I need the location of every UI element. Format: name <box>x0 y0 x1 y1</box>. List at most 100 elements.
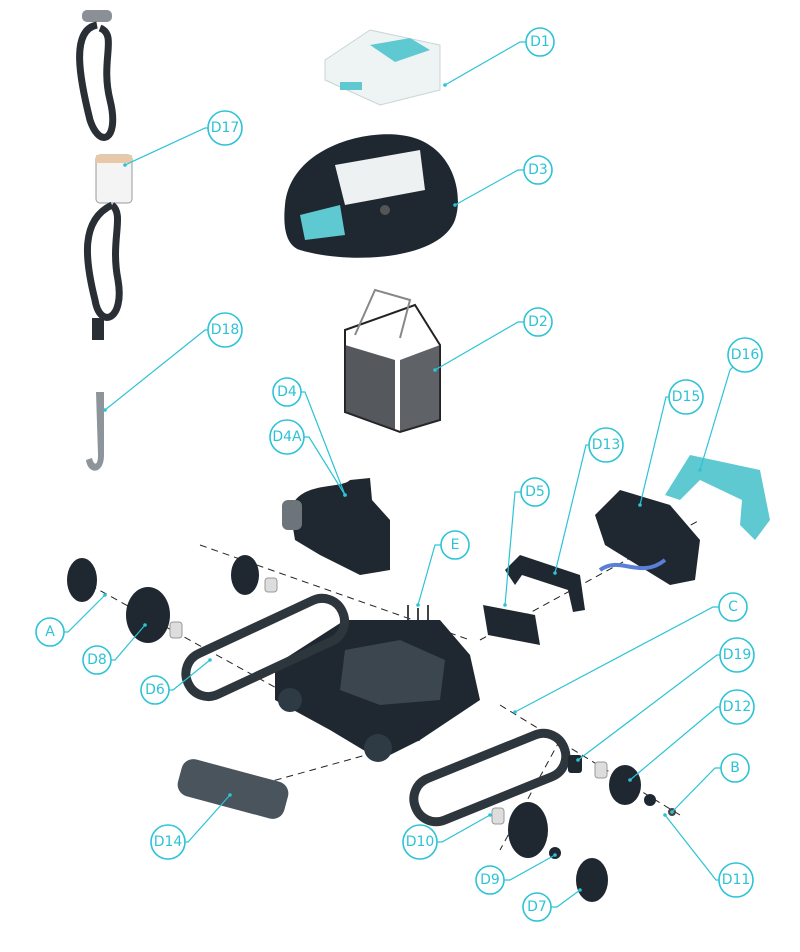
part-d19-coupling <box>568 755 582 773</box>
callout-circle <box>402 824 438 860</box>
callout-label: D13 <box>592 437 621 453</box>
leader-line <box>444 41 540 86</box>
callout-d14: D14 <box>150 793 232 860</box>
callout-d3: D3 <box>453 155 553 207</box>
leader-endpoint <box>576 758 580 762</box>
callout-d5: D5 <box>503 477 550 607</box>
callout-d4a: D4A <box>269 419 347 497</box>
callout-label: D2 <box>528 314 548 330</box>
callout-circle <box>523 155 553 185</box>
part-b-washer <box>644 794 656 806</box>
part-d2-filter-basket <box>344 288 441 434</box>
callout-label: D15 <box>672 389 701 405</box>
callout-circle <box>272 377 302 407</box>
callout-label: D4A <box>272 429 302 445</box>
callout-circle <box>150 824 186 860</box>
leader-line <box>514 606 733 713</box>
callout-circle <box>668 379 704 415</box>
callout-label: D10 <box>406 834 435 850</box>
part-d12-pulley <box>609 765 641 805</box>
part-bushing-top <box>264 577 278 593</box>
leader-line <box>577 654 737 761</box>
callout-d16: D16 <box>698 337 763 472</box>
callout-label: D12 <box>723 699 752 715</box>
leader-endpoint <box>488 813 492 817</box>
callout-label: A <box>45 624 55 640</box>
callout-d1: D1 <box>443 27 555 87</box>
callout-circle <box>140 675 170 705</box>
part-d4-pump-motor <box>282 478 390 575</box>
leader-endpoint <box>103 593 107 597</box>
callout-circle <box>718 592 748 622</box>
part-d8-wheel-right <box>508 802 548 858</box>
leader-line <box>699 354 746 471</box>
callout-label: D19 <box>723 647 752 663</box>
callout-label: E <box>451 537 460 553</box>
leader-endpoint <box>433 368 437 372</box>
callout-d11: D11 <box>663 813 754 898</box>
leader-endpoint <box>123 163 127 167</box>
callout-d2: D2 <box>433 307 553 372</box>
leader-endpoint <box>628 778 632 782</box>
callout-label: D6 <box>145 682 165 698</box>
callout-d13: D13 <box>553 427 624 575</box>
callout-d9: D9 <box>475 853 557 895</box>
leader-endpoint <box>416 603 420 607</box>
callout-circle <box>588 427 624 463</box>
callout-label: D5 <box>525 484 545 500</box>
leader-endpoint <box>103 408 107 412</box>
callout-circle <box>720 753 750 783</box>
callout-label: D11 <box>722 872 751 888</box>
part-d8-wheel <box>126 587 170 643</box>
callout-e: E <box>416 530 470 607</box>
leader-endpoint <box>443 83 447 87</box>
part-bushing-right <box>594 761 608 779</box>
part-d1-filter-lid <box>324 29 441 106</box>
part-d5-flap <box>483 605 540 645</box>
part-d13-handle <box>505 555 585 612</box>
part-d10-bushing <box>491 807 505 825</box>
leader-endpoint <box>663 813 667 817</box>
callout-d15: D15 <box>638 379 704 507</box>
callout-circle <box>719 637 755 673</box>
callout-a: A <box>35 593 107 647</box>
leader-endpoint <box>513 710 517 714</box>
callout-d10: D10 <box>402 813 492 860</box>
callout-d17: D17 <box>123 110 243 167</box>
leader-endpoint <box>143 623 147 627</box>
part-bushing-left <box>169 621 183 639</box>
callout-circle <box>269 419 305 455</box>
callout-circle <box>719 689 755 725</box>
leader-endpoint <box>503 603 507 607</box>
part-d6-track-left <box>181 593 350 702</box>
callout-d8: D8 <box>82 623 147 675</box>
leader-endpoint <box>638 503 642 507</box>
part-d7-hubcap <box>576 858 608 902</box>
callout-label: D18 <box>211 322 240 338</box>
callout-label: D4 <box>277 384 297 400</box>
leader-endpoint <box>343 493 347 497</box>
leader-endpoint <box>453 203 457 207</box>
part-d18-hook <box>86 392 104 471</box>
leader-line <box>554 444 606 574</box>
callout-circle <box>727 337 763 373</box>
part-d16-side-panel <box>665 455 770 540</box>
leader-endpoint <box>670 810 674 814</box>
leader-endpoint <box>228 793 232 797</box>
leader-endpoint <box>553 571 557 575</box>
part-chassis <box>275 620 480 762</box>
part-d15-side-cover <box>595 490 700 585</box>
part-drive-wheel-top <box>231 555 259 595</box>
callout-b: B <box>670 753 750 814</box>
callout-label: D14 <box>154 834 183 850</box>
callout-circle <box>207 312 243 348</box>
leader-endpoint <box>553 853 557 857</box>
callout-circle <box>523 307 553 337</box>
leader-endpoint <box>578 888 582 892</box>
callout-d7: D7 <box>522 888 582 922</box>
callout-circle <box>207 110 243 146</box>
leader-line <box>104 329 225 411</box>
callout-label: C <box>728 599 738 615</box>
callout-label: D17 <box>211 120 240 136</box>
